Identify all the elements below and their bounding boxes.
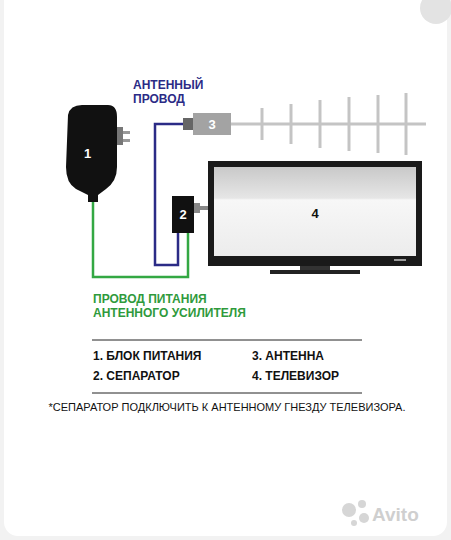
callout-number: 1 <box>84 147 91 160</box>
note-text: *СЕПАРАТОР ПОДКЛЮЧИТЬ К АНТЕННОМУ ГНЕЗДУ… <box>22 400 432 414</box>
tv-set: 4 <box>208 161 422 266</box>
divider-line <box>92 393 362 394</box>
legend-item: 4. ТЕЛЕВИЗОР <box>252 369 339 383</box>
antenna-plug <box>183 118 193 130</box>
adapter-plug <box>117 127 130 145</box>
legend-item: 3. АНТЕННА <box>252 349 324 363</box>
watermark-logo <box>342 500 369 526</box>
watermark: Avito <box>372 503 419 528</box>
divider-line <box>92 340 362 341</box>
callout-number: 4 <box>311 207 318 220</box>
corner-button <box>420 0 451 24</box>
card-background <box>4 0 447 536</box>
wire-label: ПРОВОД ПИТАНИЯ АНТЕННОГО УСИЛИТЕЛЯ <box>93 292 268 320</box>
wire-label: АНТЕННЫЙ ПРОВОД <box>133 78 203 106</box>
legend-item: 2. СЕПАРАТОР <box>93 369 180 383</box>
device-box: 3 <box>193 113 231 135</box>
legend-item: 1. БЛОК ПИТАНИЯ <box>93 349 202 363</box>
cable <box>155 124 183 265</box>
yagi-antenna <box>231 93 426 155</box>
callout-number: 2 <box>179 208 186 221</box>
tv-stand <box>270 265 360 274</box>
callout-number: 3 <box>208 118 215 131</box>
power-supply: 1 <box>62 105 117 202</box>
cable <box>194 206 208 210</box>
device-box: 2 <box>172 196 194 233</box>
